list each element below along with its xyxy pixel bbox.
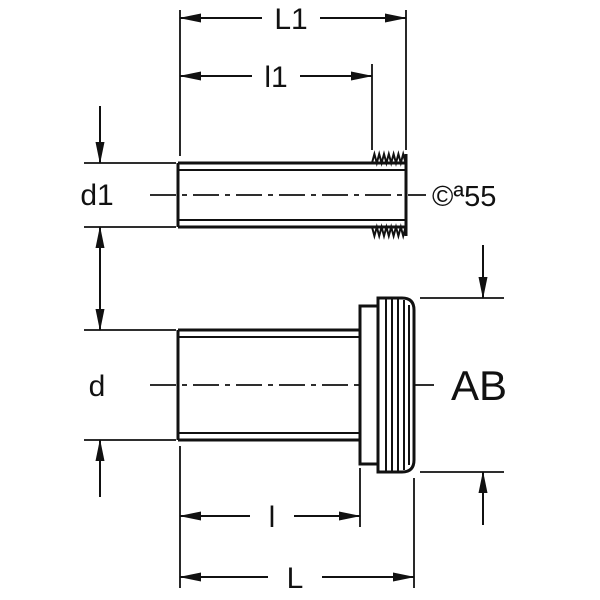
label-l1: l1 (264, 61, 287, 94)
thread-profile-bottom (371, 223, 407, 240)
label-d1: d1 (80, 179, 113, 212)
nut-serrations (385, 298, 410, 472)
dimension-lines (95, 13, 488, 582)
label-AB: AB (451, 362, 507, 409)
thread-profile-top (371, 150, 407, 167)
label-d: d (89, 370, 106, 403)
bottom-pipe (176, 296, 416, 474)
label-l: l (269, 501, 276, 534)
label-L1: L1 (274, 3, 307, 36)
label-L: L (287, 562, 304, 595)
nut-collar (358, 304, 380, 466)
extension-lines (84, 10, 504, 588)
top-pipe (176, 150, 408, 240)
label-article-mark: ©ª55 (432, 181, 496, 213)
dimension-labels: L1 l1 d1 ©ª55 d AB l L (80, 3, 507, 595)
